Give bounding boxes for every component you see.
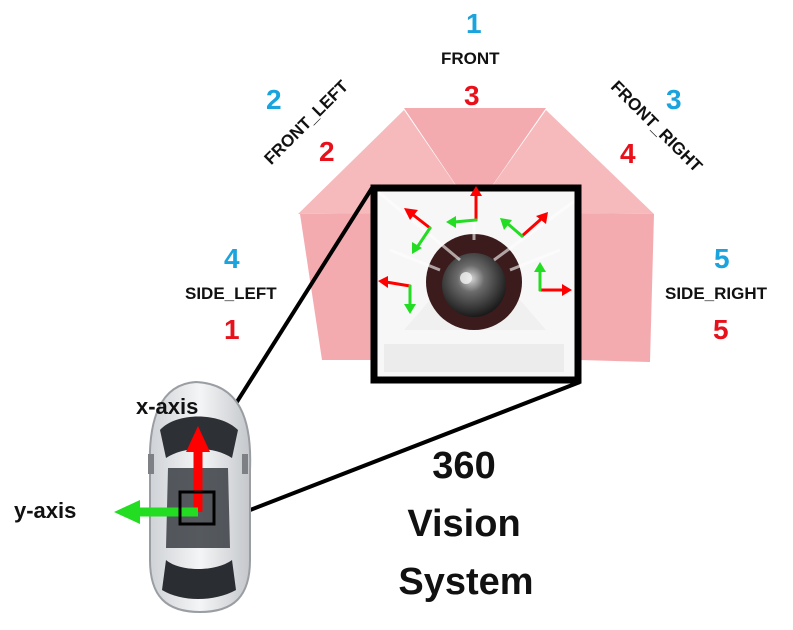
front-right-blue-number: 3 (666, 84, 682, 115)
zoom-box-small (178, 490, 216, 526)
side-right-camera-label: SIDE_RIGHT (665, 284, 768, 303)
front-red-number: 3 (464, 80, 480, 111)
y-axis-label: y-axis (14, 498, 77, 523)
front-left-red-number: 2 (319, 136, 335, 167)
side-left-blue-number: 4 (224, 243, 240, 274)
title-line-3: System (398, 561, 534, 603)
fov-front (404, 108, 546, 212)
zoom-line-bottom (213, 380, 581, 526)
front-blue-number: 1 (466, 8, 482, 39)
front-camera-label: FRONT (441, 49, 500, 68)
side-left-red-number: 1 (224, 314, 240, 345)
side-right-blue-number: 5 (714, 243, 730, 274)
side-left-camera-label: SIDE_LEFT (185, 284, 277, 303)
vehicle-axes (114, 426, 210, 524)
front-left-blue-number: 2 (266, 84, 282, 115)
title-line-1: 360 (432, 445, 496, 487)
side-right-red-number: 5 (713, 314, 729, 345)
camera-axis-arrows (378, 186, 572, 314)
front-right-red-number: 4 (620, 138, 636, 169)
x-axis-label: x-axis (136, 394, 199, 419)
title-line-2: Vision (407, 503, 521, 545)
